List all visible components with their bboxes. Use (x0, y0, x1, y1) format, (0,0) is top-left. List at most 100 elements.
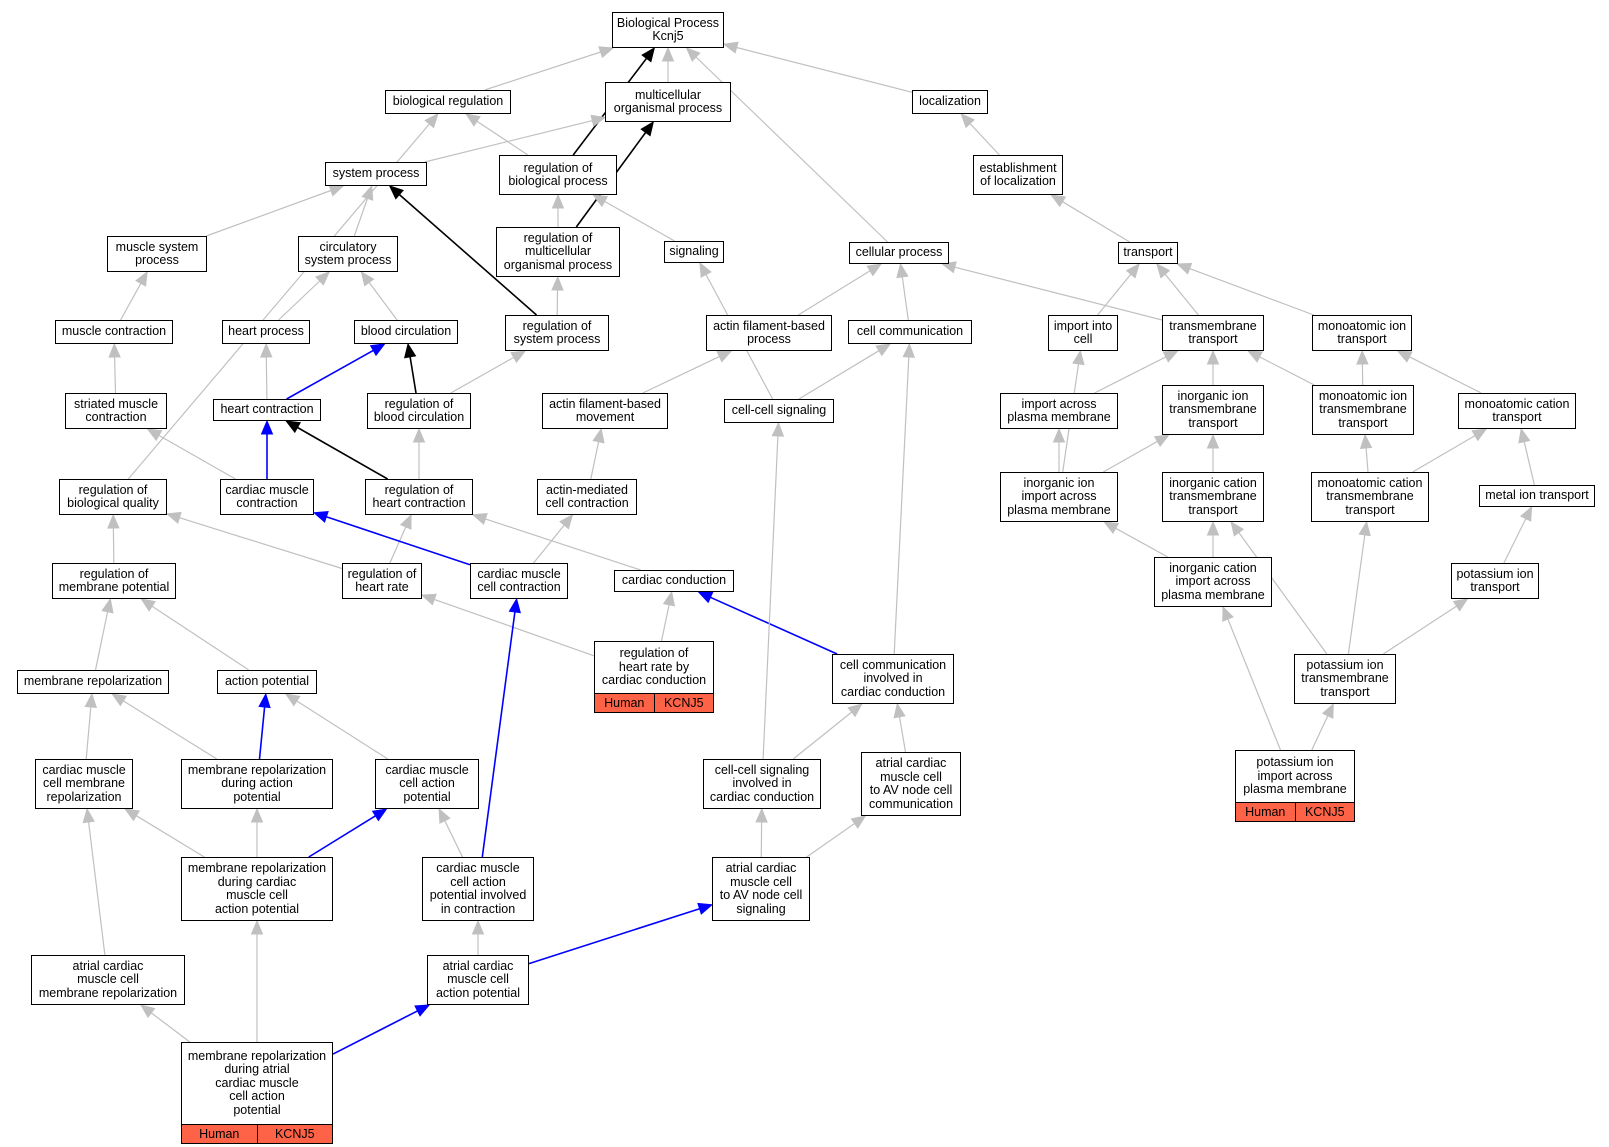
node-bloodcirc[interactable]: blood circulation (354, 320, 458, 344)
arrowhead-importcell-to-transport (1125, 263, 1140, 279)
edge-atrialrepol-to-cardmuscellrepol (88, 821, 106, 956)
node-label: localization (919, 94, 981, 109)
node-maitransport[interactable]: monoatomic ion transport (1312, 315, 1412, 351)
node-tmtransport[interactable]: transmembrane transport (1162, 315, 1264, 351)
edge-cellcommcard-to-cellcomm (893, 356, 910, 655)
node-regheartratecond[interactable]: regulation of heart rate by cardiac cond… (594, 641, 714, 713)
node-kionimp[interactable]: potassium ion import across plasma membr… (1235, 750, 1355, 822)
node-label: regulation of biological process (508, 160, 608, 188)
node-atrialsig[interactable]: atrial cardiac muscle cell to AV node ce… (712, 857, 810, 921)
node-cellcomm[interactable]: cell communication (848, 320, 972, 344)
arrowhead-actinmed-to-actinmove (592, 427, 605, 444)
arrowhead-regbioqual-to-biolreg (424, 113, 439, 129)
node-importpm[interactable]: import across plasma membrane (1000, 393, 1118, 429)
node-heartproc[interactable]: heart process (222, 320, 310, 344)
node-cardmuscellrepol[interactable]: cardiac muscle cell membrane repolarizat… (35, 759, 133, 809)
node-cardmuscon[interactable]: cardiac muscle contraction (220, 479, 314, 515)
arrowhead-inorgcatimp-to-inorgcattm (1206, 520, 1220, 536)
node-atrialrepol[interactable]: atrial cardiac muscle cell membrane repo… (31, 955, 185, 1005)
arrowhead-regheartratecond-to-regheartrate (420, 593, 437, 606)
edge-memrepolap-to-actpot (258, 706, 266, 760)
node-memrepol[interactable]: membrane repolarization (17, 670, 169, 694)
node-biolreg[interactable]: biological regulation (385, 90, 511, 114)
node-estloc[interactable]: establishment of localization (973, 155, 1063, 195)
edge-musclesys-to-sysproc (206, 189, 332, 237)
arrowhead-regheartratecond-to-cardcond (662, 590, 676, 607)
node-memrepolcard[interactable]: membrane repolarization during cardiac m… (181, 857, 333, 921)
node-atrialcomm[interactable]: atrial cardiac muscle cell to AV node ce… (861, 752, 961, 816)
annotation-gene: KCNJ5 (653, 694, 714, 712)
node-transport[interactable]: transport (1118, 242, 1178, 264)
edge-regblood-to-regsys (450, 356, 515, 394)
node-ccsignal[interactable]: cell-cell signaling (724, 399, 834, 423)
node-inorgcattm[interactable]: inorganic cation transmembrane transport (1162, 472, 1264, 522)
edge-regheartratecond-to-regheartrate (434, 598, 595, 657)
node-regmulti[interactable]: regulation of multicellular organismal p… (496, 227, 620, 277)
node-memrepolap[interactable]: membrane repolarization during action po… (181, 759, 333, 809)
node-macattm[interactable]: monoatomic cation transmembrane transpor… (1311, 472, 1429, 522)
node-actinmed[interactable]: actin-mediated cell contraction (537, 479, 637, 515)
node-signaling[interactable]: signaling (664, 241, 724, 263)
node-macation[interactable]: monoatomic cation transport (1458, 393, 1576, 429)
node-cardcond[interactable]: cardiac conduction (614, 570, 734, 592)
arrowhead-inorgtm-to-tmtransport (1206, 349, 1220, 365)
node-importcell[interactable]: import into cell (1048, 315, 1118, 351)
node-atrialap[interactable]: atrial cardiac muscle cell action potent… (427, 955, 529, 1005)
node-inorgtm[interactable]: inorganic ion transmembrane transport (1162, 385, 1264, 435)
node-label: Biological Process Kcnj5 (616, 15, 720, 43)
node-ccsigcard[interactable]: cell-cell signaling involved in cardiac … (703, 759, 821, 809)
node-inorgcatimp[interactable]: inorganic cation import across plasma me… (1154, 557, 1272, 607)
node-actpot[interactable]: action potential (217, 670, 317, 694)
node-striated[interactable]: striated muscle contraction (65, 393, 167, 429)
node-local[interactable]: localization (912, 90, 988, 114)
node-memrepolatrial[interactable]: membrane repolarization during atrial ca… (181, 1042, 333, 1144)
node-actinmove[interactable]: actin filament-based movement (542, 393, 668, 429)
node-label: cardiac muscle cell membrane repolarizat… (42, 762, 126, 804)
edge-cardmuscellcon-to-actinmed (533, 524, 565, 564)
node-cardmuscellap[interactable]: cardiac muscle cell action potential (375, 759, 479, 809)
node-actinproc[interactable]: actin filament-based process (706, 315, 832, 351)
node-metalion[interactable]: metal ion transport (1479, 485, 1595, 507)
node-musclesys[interactable]: muscle system process (107, 236, 207, 272)
edge-macattm-to-maitm (1365, 447, 1369, 473)
node-kion[interactable]: potassium ion transport (1451, 563, 1539, 599)
node-regbioqual[interactable]: regulation of biological quality (59, 479, 167, 515)
node-regsys[interactable]: regulation of system process (505, 315, 609, 351)
edge-kiontm-to-kion (1382, 605, 1457, 655)
node-cellcommcard[interactable]: cell communication involved in cardiac c… (832, 654, 954, 704)
arrowhead-circ-to-sysproc (361, 184, 374, 201)
edge-regheartratecond-to-cardcond (660, 604, 670, 642)
node-regheartrate[interactable]: regulation of heart rate (342, 563, 422, 599)
node-maitm[interactable]: monoatomic ion transmembrane transport (1312, 385, 1414, 435)
arrowhead-memrepolap-to-actpot (258, 692, 271, 709)
node-regbio[interactable]: regulation of biological process (499, 155, 617, 195)
edge-regsys-to-sysproc (398, 193, 538, 316)
node-label: membrane repolarization during atrial ca… (187, 1048, 327, 1117)
node-kiontm[interactable]: potassium ion transmembrane transport (1294, 654, 1396, 704)
node-sysproc[interactable]: system process (325, 162, 427, 186)
arrowhead-cardmuscellcon-to-actinmed (559, 514, 574, 530)
node-label: transport (1123, 245, 1173, 260)
node-regmempot[interactable]: regulation of membrane potential (52, 563, 176, 599)
node-label: blood circulation (360, 324, 452, 339)
node-musclecon[interactable]: muscle contraction (55, 320, 173, 344)
node-label: atrial cardiac muscle cell membrane repo… (38, 958, 178, 1000)
edge-regblood-to-bloodcirc (409, 356, 417, 394)
node-regheartcon[interactable]: regulation of heart contraction (365, 479, 473, 515)
node-heartcon[interactable]: heart contraction (213, 399, 321, 421)
node-cardmuscellapcon[interactable]: cardiac muscle cell action potential inv… (422, 857, 534, 921)
node-cellproc[interactable]: cellular process (849, 242, 949, 264)
node-inorgimp[interactable]: inorganic ion import across plasma membr… (1000, 472, 1118, 522)
edge-local-to-bp (736, 46, 913, 93)
node-regblood[interactable]: regulation of blood circulation (367, 393, 471, 429)
node-bp[interactable]: Biological Process Kcnj5 (612, 12, 724, 48)
node-label: actin-mediated cell contraction (545, 482, 629, 510)
node-cardmuscellcon[interactable]: cardiac muscle cell contraction (470, 563, 568, 599)
node-label: import into cell (1053, 318, 1113, 346)
node-label: regulation of multicellular organismal p… (503, 230, 613, 272)
node-multi[interactable]: multicellular organismal process (605, 82, 731, 122)
node-circ[interactable]: circulatory system process (298, 236, 398, 272)
arrowhead-regsys-to-sysproc (388, 185, 404, 200)
node-label: muscle contraction (61, 324, 167, 339)
